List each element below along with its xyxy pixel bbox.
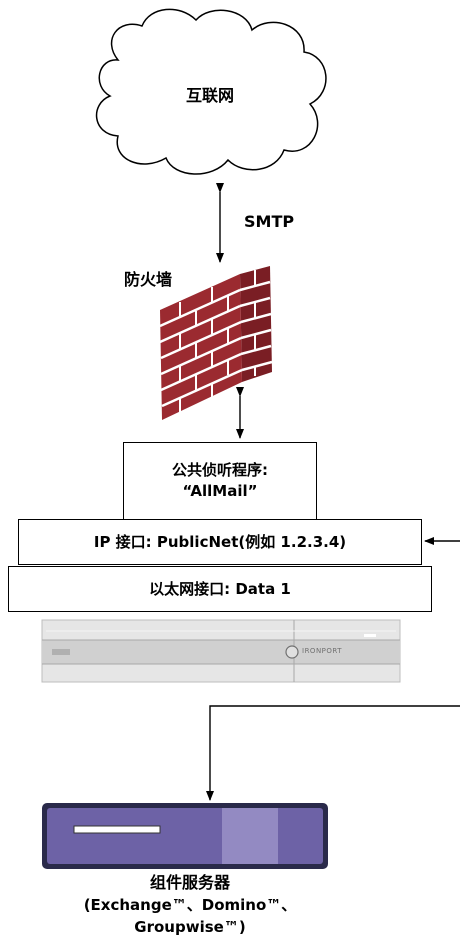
groupware-products-1: (Exchange™、Domino™、 xyxy=(83,896,297,914)
internet-cloud xyxy=(95,8,327,175)
ethernet-label: 以太网接口: Data 1 xyxy=(149,579,291,598)
listener-title: 公共侦听程序: xyxy=(172,461,268,479)
ip-interface-box: IP 接口: PublicNet(例如 1.2.3.4) xyxy=(18,519,422,565)
groupware-label: 组件服务器 (Exchange™、Domino™、 Groupwise™) xyxy=(0,872,380,938)
public-listener-box: 公共侦听程序: “AllMail” xyxy=(123,442,317,520)
groupware-server-icon xyxy=(42,803,328,869)
groupware-title: 组件服务器 xyxy=(149,873,230,892)
smtp-label: SMTP xyxy=(244,212,295,231)
appliance-icon xyxy=(41,619,401,683)
ip-interface-label: IP 接口: PublicNet(例如 1.2.3.4) xyxy=(93,532,347,551)
server-connector xyxy=(206,705,460,801)
firewall-label: 防火墙 xyxy=(124,270,173,289)
groupware-products-2: Groupwise™) xyxy=(134,918,246,936)
internet-label: 互联网 xyxy=(186,86,235,105)
listener-name: “AllMail” xyxy=(182,482,258,500)
ethernet-interface-box: 以太网接口: Data 1 xyxy=(8,566,432,612)
firewall-icon xyxy=(159,266,273,420)
appliance-brand: IRONPORT xyxy=(302,647,343,655)
